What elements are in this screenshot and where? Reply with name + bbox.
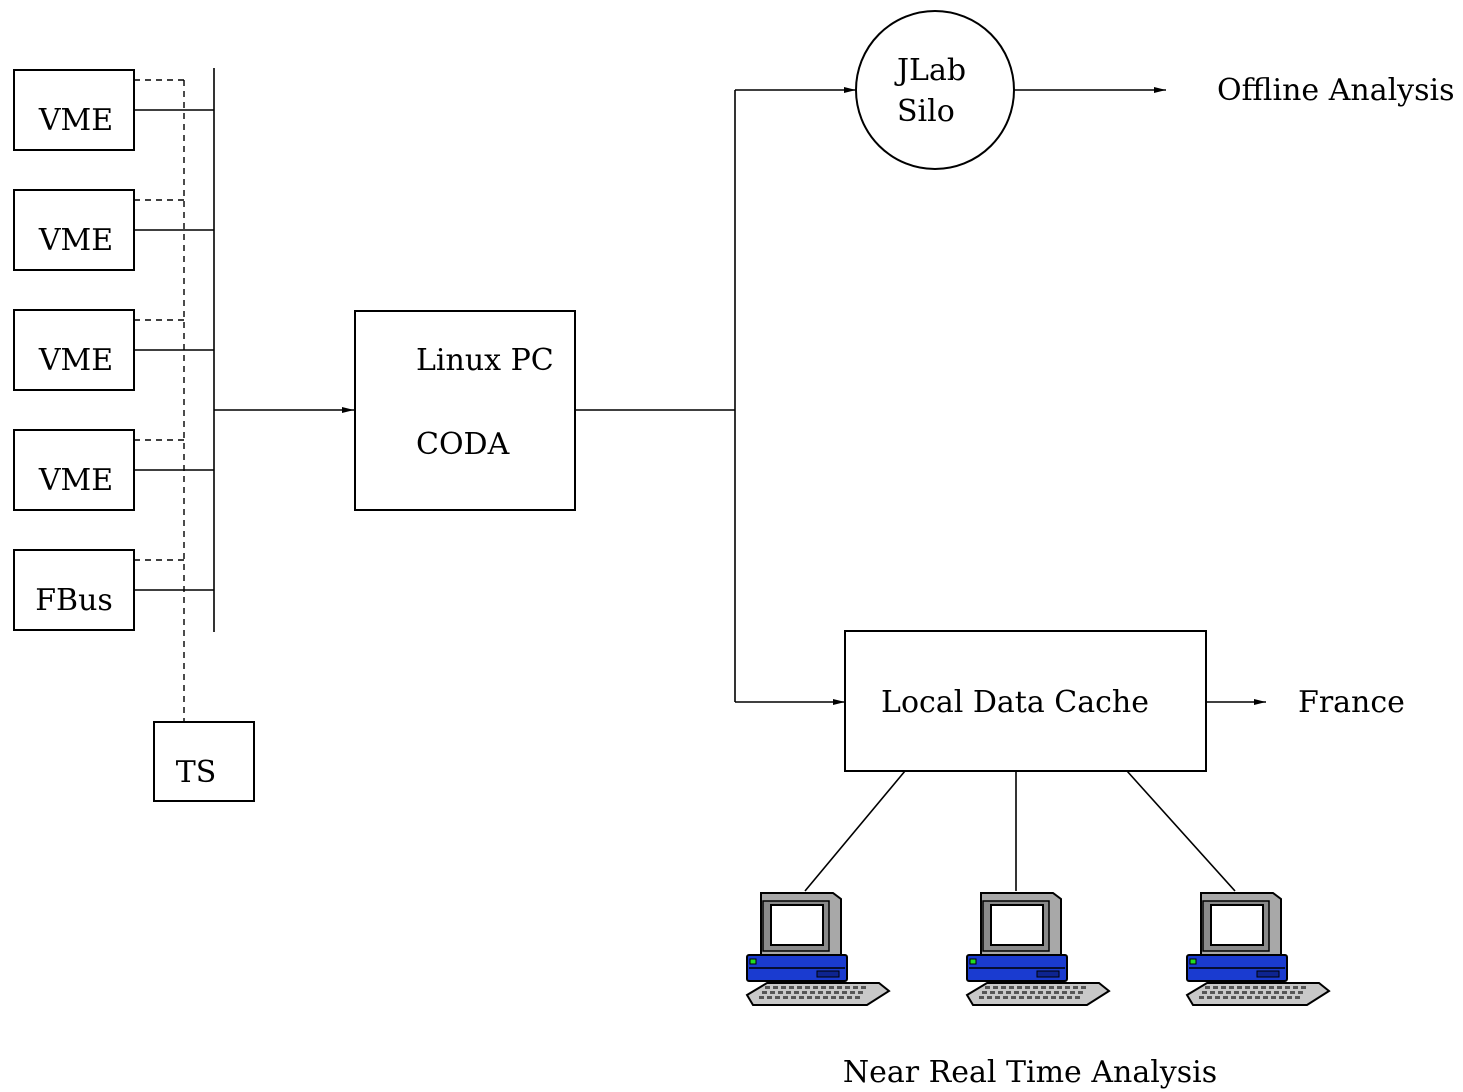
module-label: VME (38, 103, 113, 138)
cache-label: Local Data Cache (881, 685, 1149, 720)
module-label: VME (38, 223, 113, 258)
workstation-icon (965, 892, 1111, 1006)
ts-label: TS (176, 755, 217, 790)
france-label: France (1298, 685, 1405, 720)
module-vme-2: VME (13, 189, 135, 271)
module-vme-4: VME (13, 429, 135, 511)
cache-workstation-links (804, 770, 1236, 892)
module-label: FBus (35, 583, 113, 618)
jlab-silo: JLab Silo (855, 10, 1015, 170)
module-bus-links (134, 109, 214, 591)
module-vme-3: VME (13, 309, 135, 391)
coda-label: CODA (416, 427, 510, 462)
module-label: VME (38, 343, 113, 378)
module-fbus: FBus (13, 549, 135, 631)
module-vme-1: VME (13, 69, 135, 151)
workstations (745, 892, 1331, 1006)
linux-pc-label: Linux PC (416, 343, 554, 378)
trigger-links (134, 79, 185, 722)
linux-pc-box: Linux PC CODA (354, 310, 576, 511)
silo-label-line2: Silo (897, 94, 955, 129)
workstation-icon (745, 892, 891, 1006)
offline-analysis-label: Offline Analysis (1217, 73, 1455, 108)
module-label: VME (38, 463, 113, 498)
local-data-cache-box: Local Data Cache (844, 630, 1207, 772)
near-real-time-label: Near Real Time Analysis (843, 1055, 1217, 1090)
silo-label-line1: JLab (894, 53, 966, 88)
trigger-supervisor-box: TS (153, 721, 255, 802)
workstation-icon (1185, 892, 1331, 1006)
